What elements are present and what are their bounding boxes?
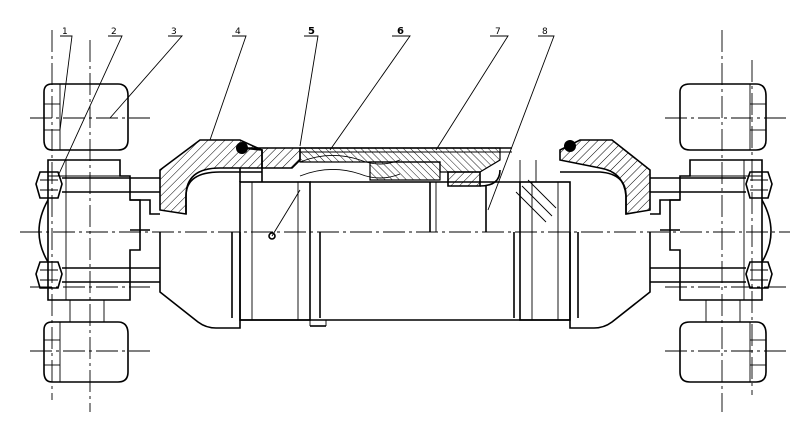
callout-3: 3 (171, 27, 177, 37)
left-flange (35, 83, 160, 383)
callout-1: 1 (62, 27, 68, 37)
callout-7: 7 (495, 27, 501, 37)
callout-2: 2 (111, 27, 117, 37)
callout-8: 8 (542, 27, 548, 37)
leader-lines (57, 35, 555, 211)
center-lines (20, 30, 790, 412)
callout-5: 5 (308, 26, 315, 37)
coupling-body (159, 181, 651, 329)
callout-labels: 1 2 3 4 5 6 7 8 (62, 26, 548, 37)
upper-section (130, 139, 680, 232)
callout-6: 6 (397, 26, 404, 37)
right-flange (650, 83, 773, 383)
callout-4: 4 (235, 27, 241, 37)
